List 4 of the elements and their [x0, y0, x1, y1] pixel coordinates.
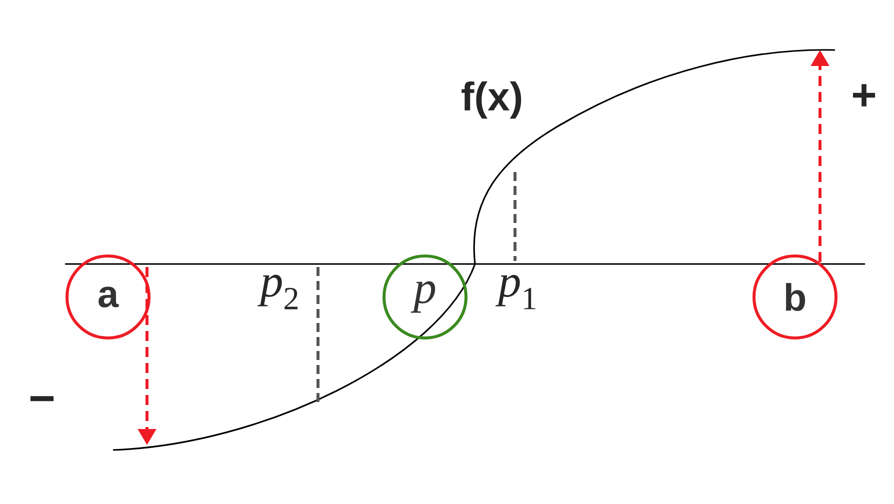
- math-label: p$_{2}$: [258, 274, 298, 310]
- math-label: +: [853, 84, 876, 106]
- math-label: −: [30, 396, 54, 402]
- math-label: f(x): [462, 81, 522, 119]
